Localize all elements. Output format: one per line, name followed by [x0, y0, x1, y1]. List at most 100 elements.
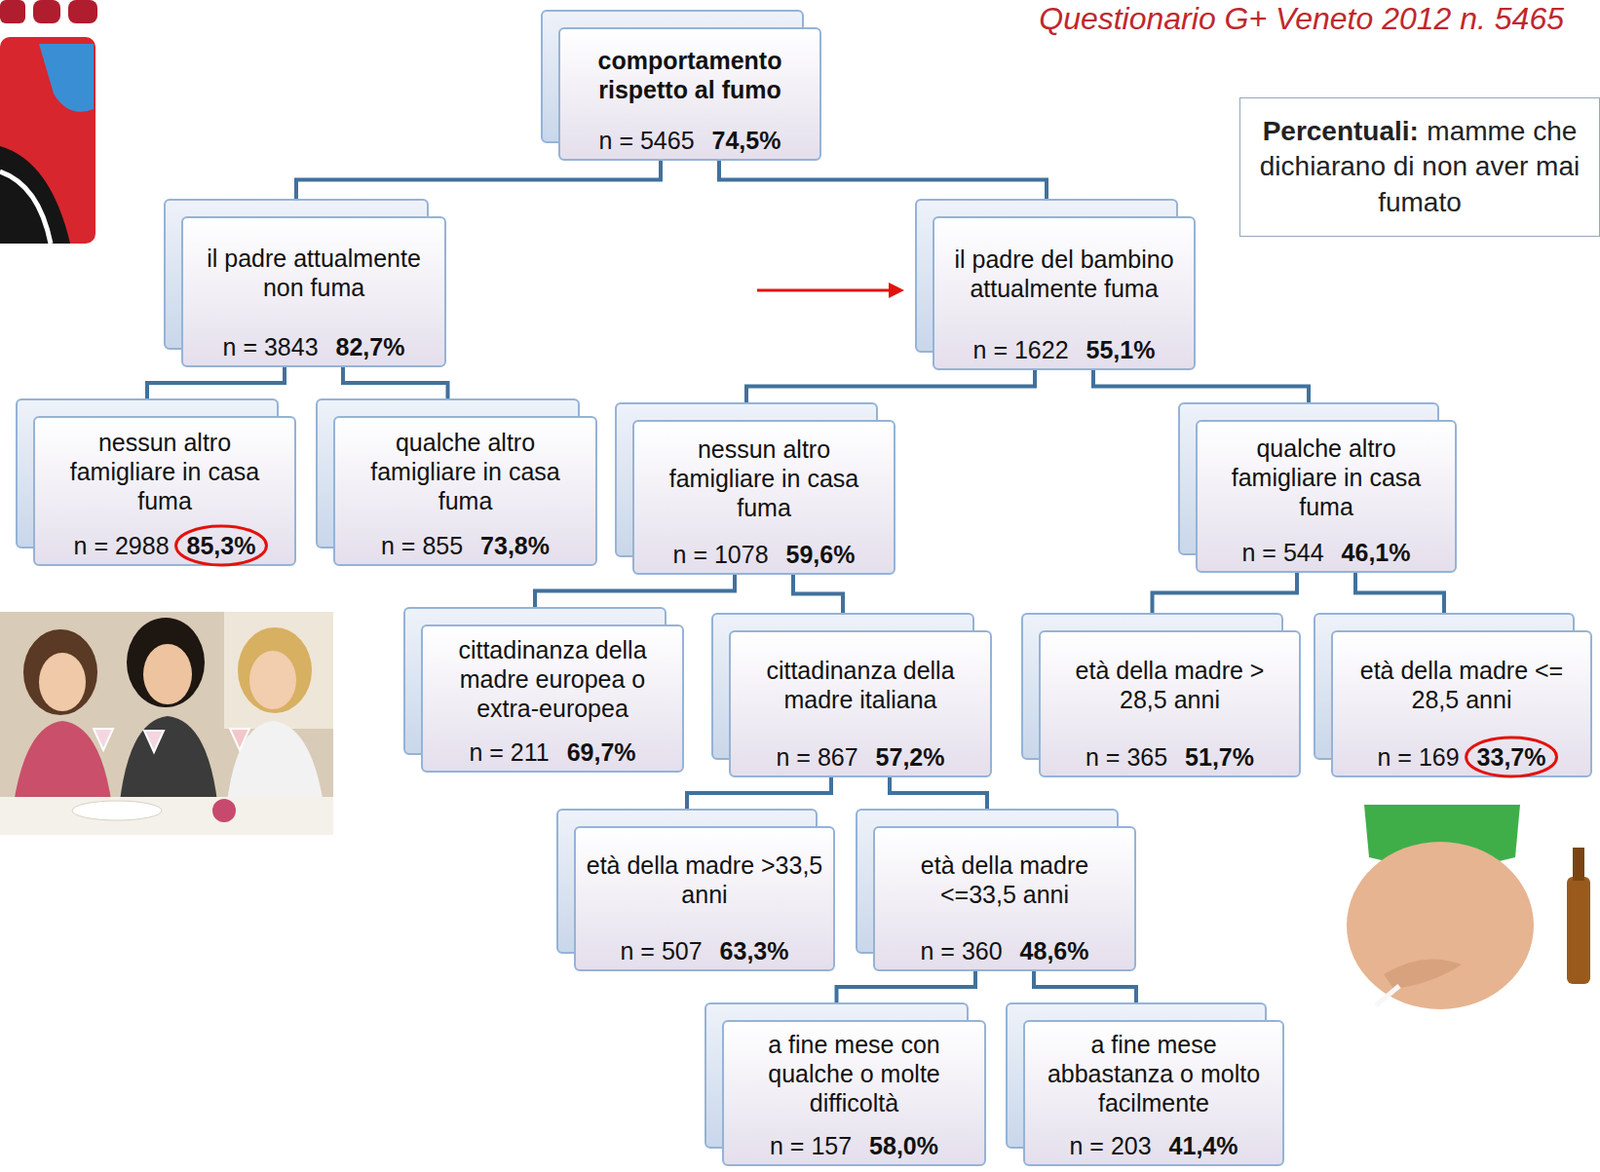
- pointer-arrow: [757, 282, 905, 299]
- stats-line: n = 1078 59,6%: [673, 539, 856, 570]
- sample-size: n = 544: [1242, 538, 1325, 567]
- highlight-ellipse: [176, 526, 267, 566]
- flowers: [212, 799, 236, 823]
- percentage: 74,5%: [712, 126, 782, 154]
- tree-node: cittadinanza della madre italiana n = 867…: [728, 630, 992, 778]
- node-label: comportamento rispetto al fumo: [570, 45, 810, 105]
- note-heading: Percentuali:: [1262, 115, 1419, 147]
- percentage: 82,7%: [336, 333, 406, 361]
- women-photo: [0, 611, 334, 836]
- stats-line: n = 507 63,3%: [620, 936, 790, 966]
- label-area: nessun altro famigliare in casa fuma: [44, 421, 285, 522]
- stats-line: n = 157 58,0%: [769, 1131, 939, 1161]
- node-label: cittadinanza della madre italiana: [740, 655, 981, 715]
- node-label: qualche altro famigliare in casa fuma: [1207, 433, 1446, 522]
- label-area: cittadinanza della madre europea o extra…: [432, 630, 673, 728]
- sample-size: n = 3843: [223, 333, 319, 361]
- node-label: a fine mese con qualche o molte difficol…: [733, 1029, 975, 1118]
- label-area: età della madre <=33,5 anni: [884, 832, 1125, 927]
- logo-shape: [38, 43, 94, 113]
- node-label: età della madre >33,5 anni: [585, 850, 824, 910]
- label-area: qualche altro famigliare in casa fuma: [344, 421, 586, 522]
- label-area: età della madre <= 28,5 anni: [1342, 636, 1581, 733]
- tree-node: a fine mese abbastanza o molto facilment…: [1023, 1020, 1285, 1167]
- logo-fragment: [0, 0, 98, 244]
- hair: [126, 617, 205, 708]
- note-box: Percentuali:mamme che dichiarano di non …: [1239, 97, 1600, 237]
- tree-node: età della madre <=33,5 anni n = 36048,6%: [873, 826, 1137, 972]
- face: [143, 644, 192, 705]
- sample-size: n = 855: [380, 532, 463, 560]
- table: [0, 797, 334, 836]
- logo-letter: [33, 0, 61, 24]
- stats-line: n = 36048,6%: [920, 936, 1090, 966]
- logo-letter: [68, 0, 98, 24]
- sample-size: n = 1622: [973, 336, 1069, 364]
- logo-panel: [0, 37, 96, 244]
- hair: [23, 629, 98, 716]
- percentage: 63,3%: [720, 937, 790, 965]
- node-label: qualche altro famigliare in casa fuma: [344, 427, 586, 516]
- percentage: 69,7%: [567, 738, 637, 766]
- note-paragraph: Percentuali:mamme che dichiarano di non …: [1253, 114, 1587, 221]
- stats-line: n = 3843 82,7%: [223, 332, 406, 362]
- node-label: età della madre > 28,5 anni: [1050, 655, 1290, 715]
- sample-size: n = 203: [1069, 1132, 1152, 1160]
- slide-title: Questionario G+ Veneto 2012 n. 5465: [1038, 0, 1564, 38]
- sample-size: n = 1078: [673, 540, 769, 569]
- node-label: cittadinanza della madre europea o extra…: [432, 635, 673, 724]
- logo-stripe: [0, 171, 51, 244]
- stats-line: n = 36551,7%: [1085, 742, 1255, 772]
- tree-node: età della madre <= 28,5 anni n = 16933,7%: [1331, 630, 1593, 778]
- node-label: il padre attualmente non fuma: [192, 243, 435, 303]
- percentage: 59,6%: [786, 540, 856, 569]
- highlight-ellipse: [1466, 737, 1558, 777]
- hand: [1383, 958, 1462, 990]
- label-area: nessun altro famigliare in casa fuma: [644, 425, 884, 531]
- sample-size: n = 507: [620, 937, 703, 965]
- label-area: il padre del bambino attualmente fuma: [944, 222, 1184, 326]
- tree-node: il padre del bambino attualmente fuma n =…: [932, 216, 1196, 371]
- percentage: 57,2%: [876, 743, 946, 771]
- percentage: 85,3%: [187, 532, 257, 560]
- logo-letter: [0, 0, 26, 24]
- stats-line: n = 867 57,2%: [776, 742, 946, 772]
- tree-node: qualche altro famigliare in casa fuma n =…: [333, 416, 598, 567]
- sample-size: n = 157: [769, 1132, 852, 1160]
- bottle-neck: [1572, 847, 1585, 881]
- tree-node: a fine mese con qualche o molte difficol…: [722, 1020, 987, 1167]
- stats-line: n = 16933,7%: [1377, 742, 1547, 772]
- cigarette: [1375, 986, 1400, 1006]
- tree-node: qualche altro famigliare in casa fuma n =…: [1195, 419, 1457, 573]
- tree-node: nessun altro famigliare in casa fuma n = …: [33, 416, 297, 567]
- pregnant-smoker-photo: [1334, 802, 1595, 1016]
- node-label: il padre del bambino attualmente fuma: [944, 244, 1184, 304]
- percentage: 41,4%: [1169, 1132, 1239, 1160]
- stats-line: n = 1622 55,1%: [973, 335, 1156, 365]
- tree-node: età della madre >33,5 anni n = 507 63,3%: [573, 826, 836, 972]
- glass: [229, 728, 250, 751]
- tree-node: età della madre > 28,5 anni n = 36551,7%: [1038, 630, 1301, 778]
- percentage: 58,0%: [869, 1132, 939, 1160]
- tree-node: nessun altro famigliare in casa fuma n = …: [632, 419, 896, 575]
- face: [249, 650, 297, 710]
- label-area: età della madre > 28,5 anni: [1050, 636, 1290, 733]
- label-area: comportamento rispetto al fumo: [570, 33, 810, 116]
- glass: [144, 730, 164, 753]
- photo-window: [224, 611, 334, 729]
- label-area: il padre attualmente non fuma: [192, 222, 435, 323]
- arrow-shaft: [757, 289, 891, 293]
- percentage: 55,1%: [1086, 336, 1156, 364]
- percentage: 73,8%: [480, 532, 550, 560]
- sample-size: n = 867: [776, 743, 859, 771]
- label-area: età della madre >33,5 anni: [585, 832, 824, 927]
- label-area: qualche altro famigliare in casa fuma: [1207, 425, 1446, 529]
- plate: [72, 800, 162, 821]
- sample-size: n = 365: [1085, 743, 1168, 771]
- arrow-head: [888, 282, 905, 299]
- stats-line: n = 21169,7%: [468, 737, 636, 767]
- stats-line: n = 298885,3%: [74, 531, 257, 561]
- label-area: a fine mese abbastanza o molto facilment…: [1034, 1026, 1273, 1122]
- tree-node: comportamento rispetto al fumon = 546574…: [558, 27, 822, 161]
